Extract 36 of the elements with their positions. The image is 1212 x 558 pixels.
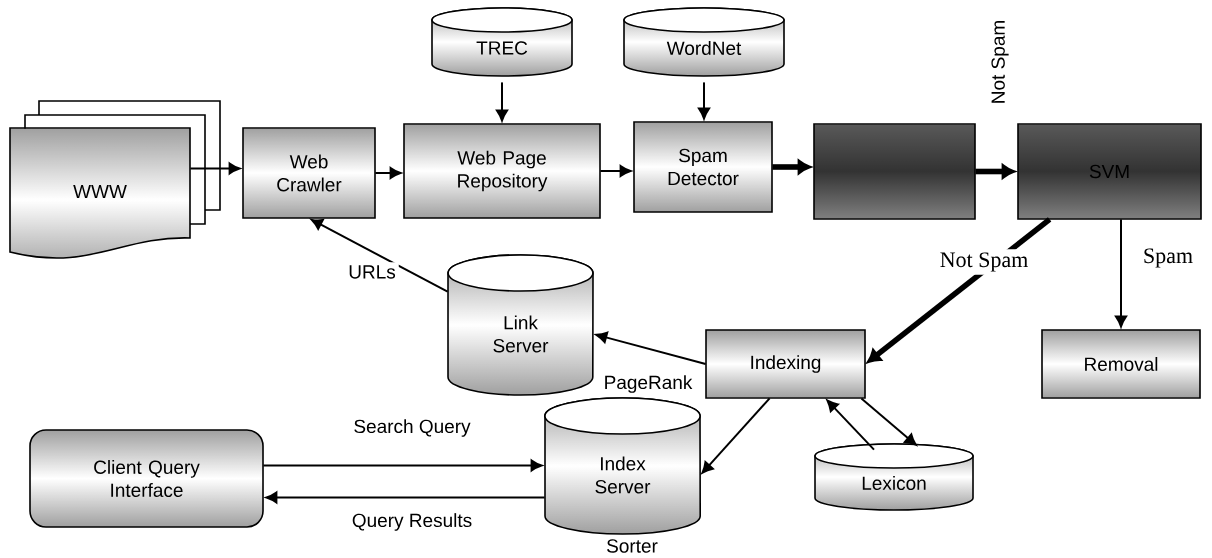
arrow	[701, 397, 771, 474]
document-stack: WWW	[9, 100, 221, 259]
edge-label: Query Results	[348, 510, 476, 534]
arrow	[772, 159, 811, 175]
process-box: SVM	[1017, 123, 1202, 220]
arrow	[1115, 218, 1127, 328]
arrow	[496, 81, 508, 122]
arrow	[189, 162, 241, 175]
process-box: Web Crawler	[242, 127, 376, 219]
arrow	[265, 491, 546, 504]
node-label: Sorter	[607, 539, 658, 553]
arrow	[595, 331, 707, 365]
arrow	[698, 81, 710, 120]
arrow	[262, 459, 543, 472]
edge-label: Not Spam	[988, 16, 1012, 108]
process-box	[813, 123, 976, 220]
process-box: Removal	[1041, 329, 1201, 399]
process-box: Spam Detector	[633, 121, 773, 213]
edge-label: URLs	[345, 262, 399, 282]
database-cylinder: Index Server	[544, 397, 701, 535]
database-cylinder: TREC	[431, 7, 573, 77]
edge-label: Search Query	[350, 416, 474, 440]
arrow	[826, 399, 875, 451]
arrow	[374, 167, 402, 179]
arrow	[310, 218, 449, 293]
database-cylinder: Link Server	[447, 254, 594, 396]
database-cylinder: WordNet	[623, 7, 785, 77]
process-box: Web Page Repository	[403, 123, 601, 219]
process-box: Indexing	[705, 329, 866, 399]
node-label: PageRank	[605, 375, 693, 393]
edge-label: Spam	[1139, 245, 1197, 271]
arrow	[599, 165, 632, 177]
edge-label: Not Spam	[936, 249, 1032, 275]
database-cylinder: Lexicon	[814, 443, 974, 511]
interface-box: Client Query Interface	[29, 429, 264, 528]
arrow	[860, 397, 917, 446]
